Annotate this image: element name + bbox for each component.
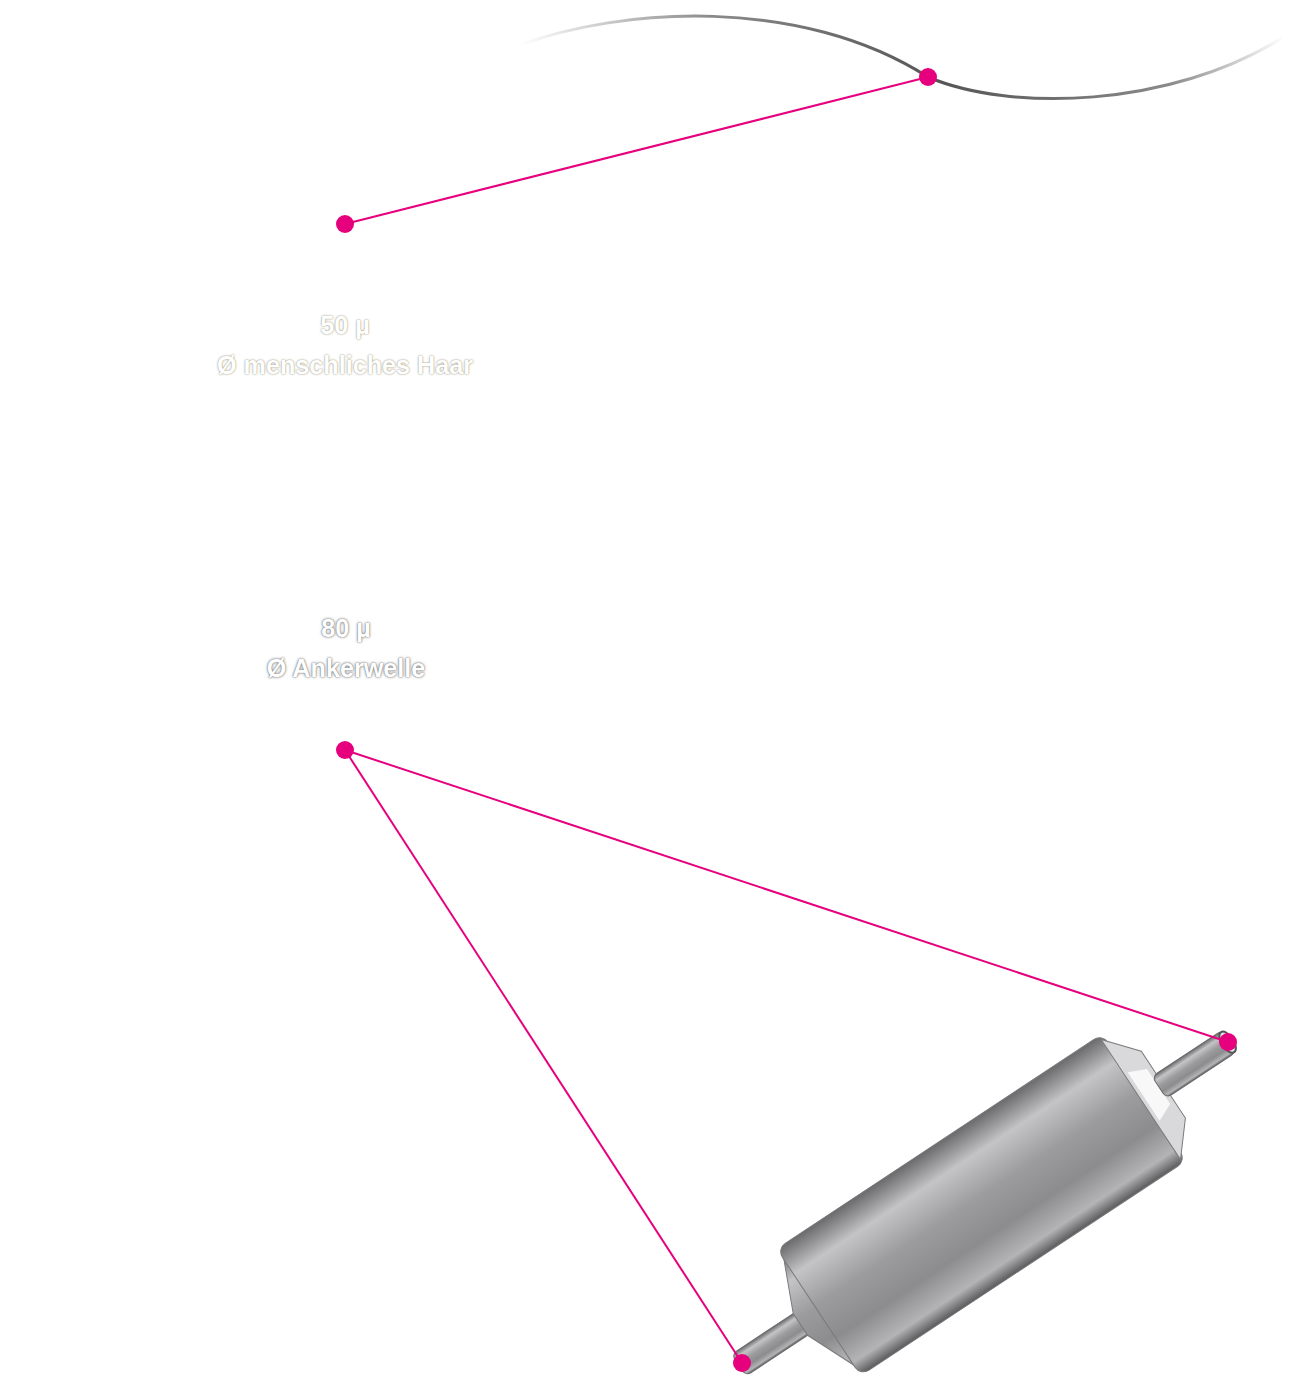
- dimension-value: 80 µ: [9, 608, 683, 648]
- leader-line: [345, 750, 742, 1363]
- leader-dot: [733, 1354, 751, 1372]
- leader-dot: [336, 741, 354, 759]
- dimension-label: Ø menschliches Haar: [152, 345, 538, 385]
- circle-outline: [9, 153, 683, 827]
- hair-strand: [520, 16, 1282, 98]
- dimension-value: 50 µ: [152, 305, 538, 345]
- leader-dot: [919, 68, 937, 86]
- leader-dot: [1219, 1033, 1237, 1051]
- hair-circle: 50 µØ menschliches Haar: [152, 170, 538, 556]
- leader-line: [345, 750, 1228, 1042]
- text-block: 50 µØ menschliches Haar: [152, 305, 538, 385]
- circle-shape: [10, 154, 683, 827]
- shaft-circle: 80 µØ Ankerwelle 50 µØ menschliches Haar: [9, 153, 683, 827]
- text-block: 80 µØ Ankerwelle: [9, 608, 683, 688]
- leader-line: [345, 77, 928, 224]
- arbor-shaft: [697, 975, 1275, 1392]
- circle-shape: [153, 171, 538, 556]
- dimension-label: Ø Ankerwelle: [9, 648, 683, 688]
- leader-dot: [336, 215, 354, 233]
